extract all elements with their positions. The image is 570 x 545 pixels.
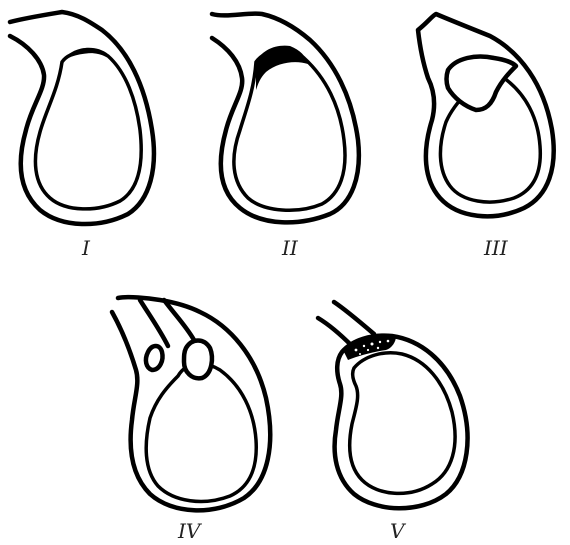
neck-channel-line bbox=[140, 300, 168, 346]
figure-type-3 bbox=[418, 14, 554, 216]
figure-label-5: V bbox=[390, 519, 407, 543]
figure-label-1: I bbox=[81, 236, 91, 260]
neck-stem bbox=[334, 302, 374, 334]
internal-pocket-left bbox=[146, 346, 163, 370]
figure-type-2 bbox=[212, 14, 359, 223]
internal-pocket-right bbox=[184, 341, 212, 379]
figure-label-2: II bbox=[281, 236, 299, 260]
sac-inner-lumen bbox=[350, 353, 455, 494]
figure-label-3: III bbox=[483, 236, 509, 260]
sac-inner-lumen bbox=[146, 364, 256, 502]
figure-type-1 bbox=[10, 12, 154, 224]
sac-inner-lumen bbox=[234, 50, 345, 210]
figure-label-4: IV bbox=[177, 519, 203, 543]
figure-type-5 bbox=[318, 302, 468, 508]
neck-stem bbox=[318, 318, 352, 346]
figure-type-4 bbox=[112, 297, 270, 510]
sac-inner-lumen bbox=[35, 51, 141, 209]
